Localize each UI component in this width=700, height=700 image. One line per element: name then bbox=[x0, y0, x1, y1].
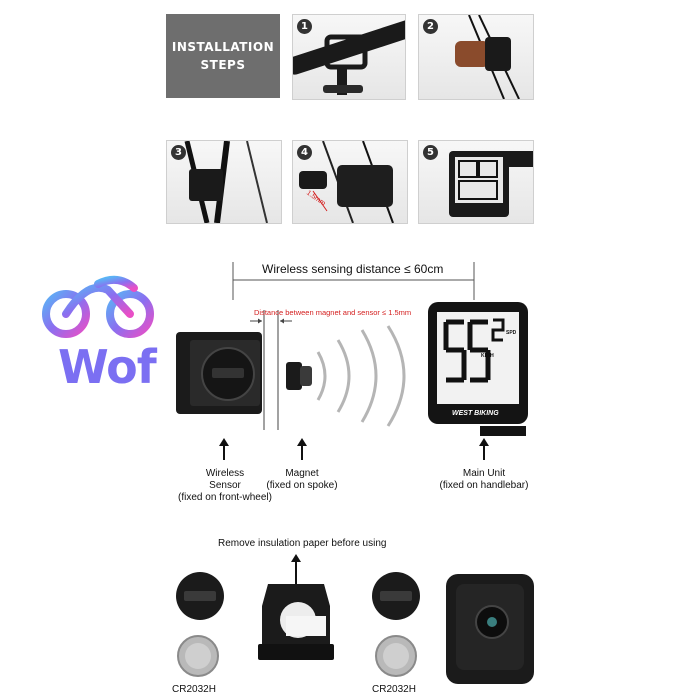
sensor-caption-line3: (fixed on front-wheel) bbox=[178, 492, 272, 503]
sensor-with-insulation-icon bbox=[258, 584, 334, 660]
step-4-photo: 4 1.5mm bbox=[292, 140, 408, 224]
computer-on-handlebar-icon bbox=[449, 151, 533, 217]
installation-steps-banner: INSTALLATION STEPS bbox=[166, 14, 280, 98]
installation-title-line1: INSTALLATION bbox=[171, 40, 275, 54]
magnet-caption: Magnet (fixed on spoke) bbox=[252, 468, 352, 492]
magnet-distance-label: Distance between magnet and sensor ≤ 1.5… bbox=[254, 308, 412, 317]
sensor-caption-line2: Sensor bbox=[209, 480, 241, 491]
coin-cell-right-label: CR2032H bbox=[372, 684, 416, 695]
magnet-caption-line1: Magnet bbox=[285, 468, 319, 479]
magnet-icon bbox=[286, 362, 312, 390]
main-unit-caption-line2: (fixed on handlebar) bbox=[439, 480, 529, 491]
main-unit-back-icon bbox=[446, 574, 534, 684]
main-unit-device bbox=[428, 302, 528, 436]
sensor-caption: Wireless Sensor (fixed on front-wheel) bbox=[160, 468, 290, 504]
magnet-on-spoke-icon bbox=[455, 15, 520, 99]
step-5-photo: 5 bbox=[418, 140, 534, 224]
step-number-3: 3 bbox=[171, 145, 186, 160]
remove-insulation-note: Remove insulation paper before using bbox=[218, 538, 387, 549]
sensor-on-fork-icon bbox=[184, 141, 268, 223]
step-number-2: 2 bbox=[423, 19, 438, 34]
signal-waves-icon bbox=[316, 325, 406, 427]
step-2-photo: 2 bbox=[418, 14, 534, 100]
sensor-alignment-icon bbox=[299, 141, 394, 223]
step-number-4: 4 bbox=[297, 145, 312, 160]
step-number-5: 5 bbox=[423, 145, 438, 160]
wireless-sensor-icon bbox=[176, 332, 262, 414]
speed-unit: KM/H bbox=[481, 353, 494, 359]
main-unit-caption: Main Unit (fixed on handlebar) bbox=[420, 468, 548, 492]
sensor-caption-line1: Wireless bbox=[205, 468, 245, 479]
battery-cover-right-icon bbox=[372, 572, 420, 620]
step-3-photo: 3 bbox=[166, 140, 282, 224]
device-brand: WEST BIKING bbox=[452, 410, 499, 417]
main-unit-caption-line1: Main Unit bbox=[462, 468, 506, 479]
logo-wordmark: Wof bbox=[58, 340, 157, 394]
label-arrows bbox=[219, 438, 489, 460]
speed-mode: SPD bbox=[506, 330, 517, 336]
installation-title-line2: STEPS bbox=[200, 58, 246, 72]
wireless-distance-label: Wireless sensing distance ≤ 60cm bbox=[262, 262, 444, 276]
battery-cover-left-icon bbox=[176, 572, 224, 620]
bicycle-logo-icon bbox=[42, 275, 154, 338]
coin-cell-right-icon bbox=[375, 635, 417, 677]
coin-cell-left-icon bbox=[177, 635, 219, 677]
step-number-1: 1 bbox=[297, 19, 312, 34]
handlebar-mount-icon bbox=[293, 18, 405, 95]
step-1-photo: 1 bbox=[292, 14, 406, 100]
coin-cell-left-label: CR2032H bbox=[172, 684, 216, 695]
magnet-caption-line2: (fixed on spoke) bbox=[266, 480, 338, 491]
